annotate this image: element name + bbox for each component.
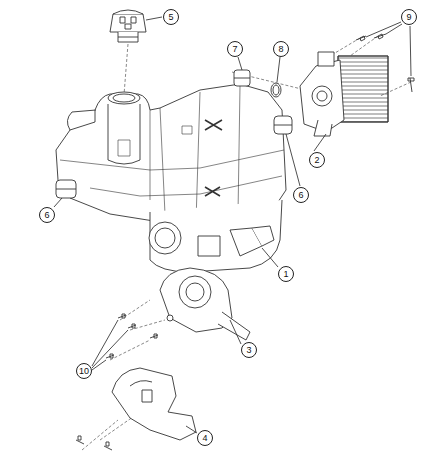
callout-number: 6: [39, 207, 55, 223]
pump: [160, 268, 250, 340]
callout-number: 8: [273, 41, 289, 57]
filler-cap: [110, 10, 146, 42]
leader-lines: [54, 17, 411, 433]
screw: [106, 314, 158, 358]
callout-number: 3: [241, 342, 257, 358]
cover: [76, 368, 196, 450]
callout-number: 2: [309, 152, 325, 168]
callout-number: 7: [227, 41, 243, 57]
callout-number: 1: [278, 266, 294, 282]
callout-number: 4: [197, 430, 213, 446]
callout-number: 10: [76, 363, 92, 379]
grommet: [56, 70, 292, 198]
pump-housing: [149, 200, 282, 272]
screw: [356, 34, 414, 92]
heat-exchanger: [300, 52, 388, 136]
callout-number: 5: [163, 9, 179, 25]
callout-number: 9: [401, 9, 417, 25]
callout-number: 6: [293, 187, 309, 203]
expansion-tank: [56, 84, 286, 222]
